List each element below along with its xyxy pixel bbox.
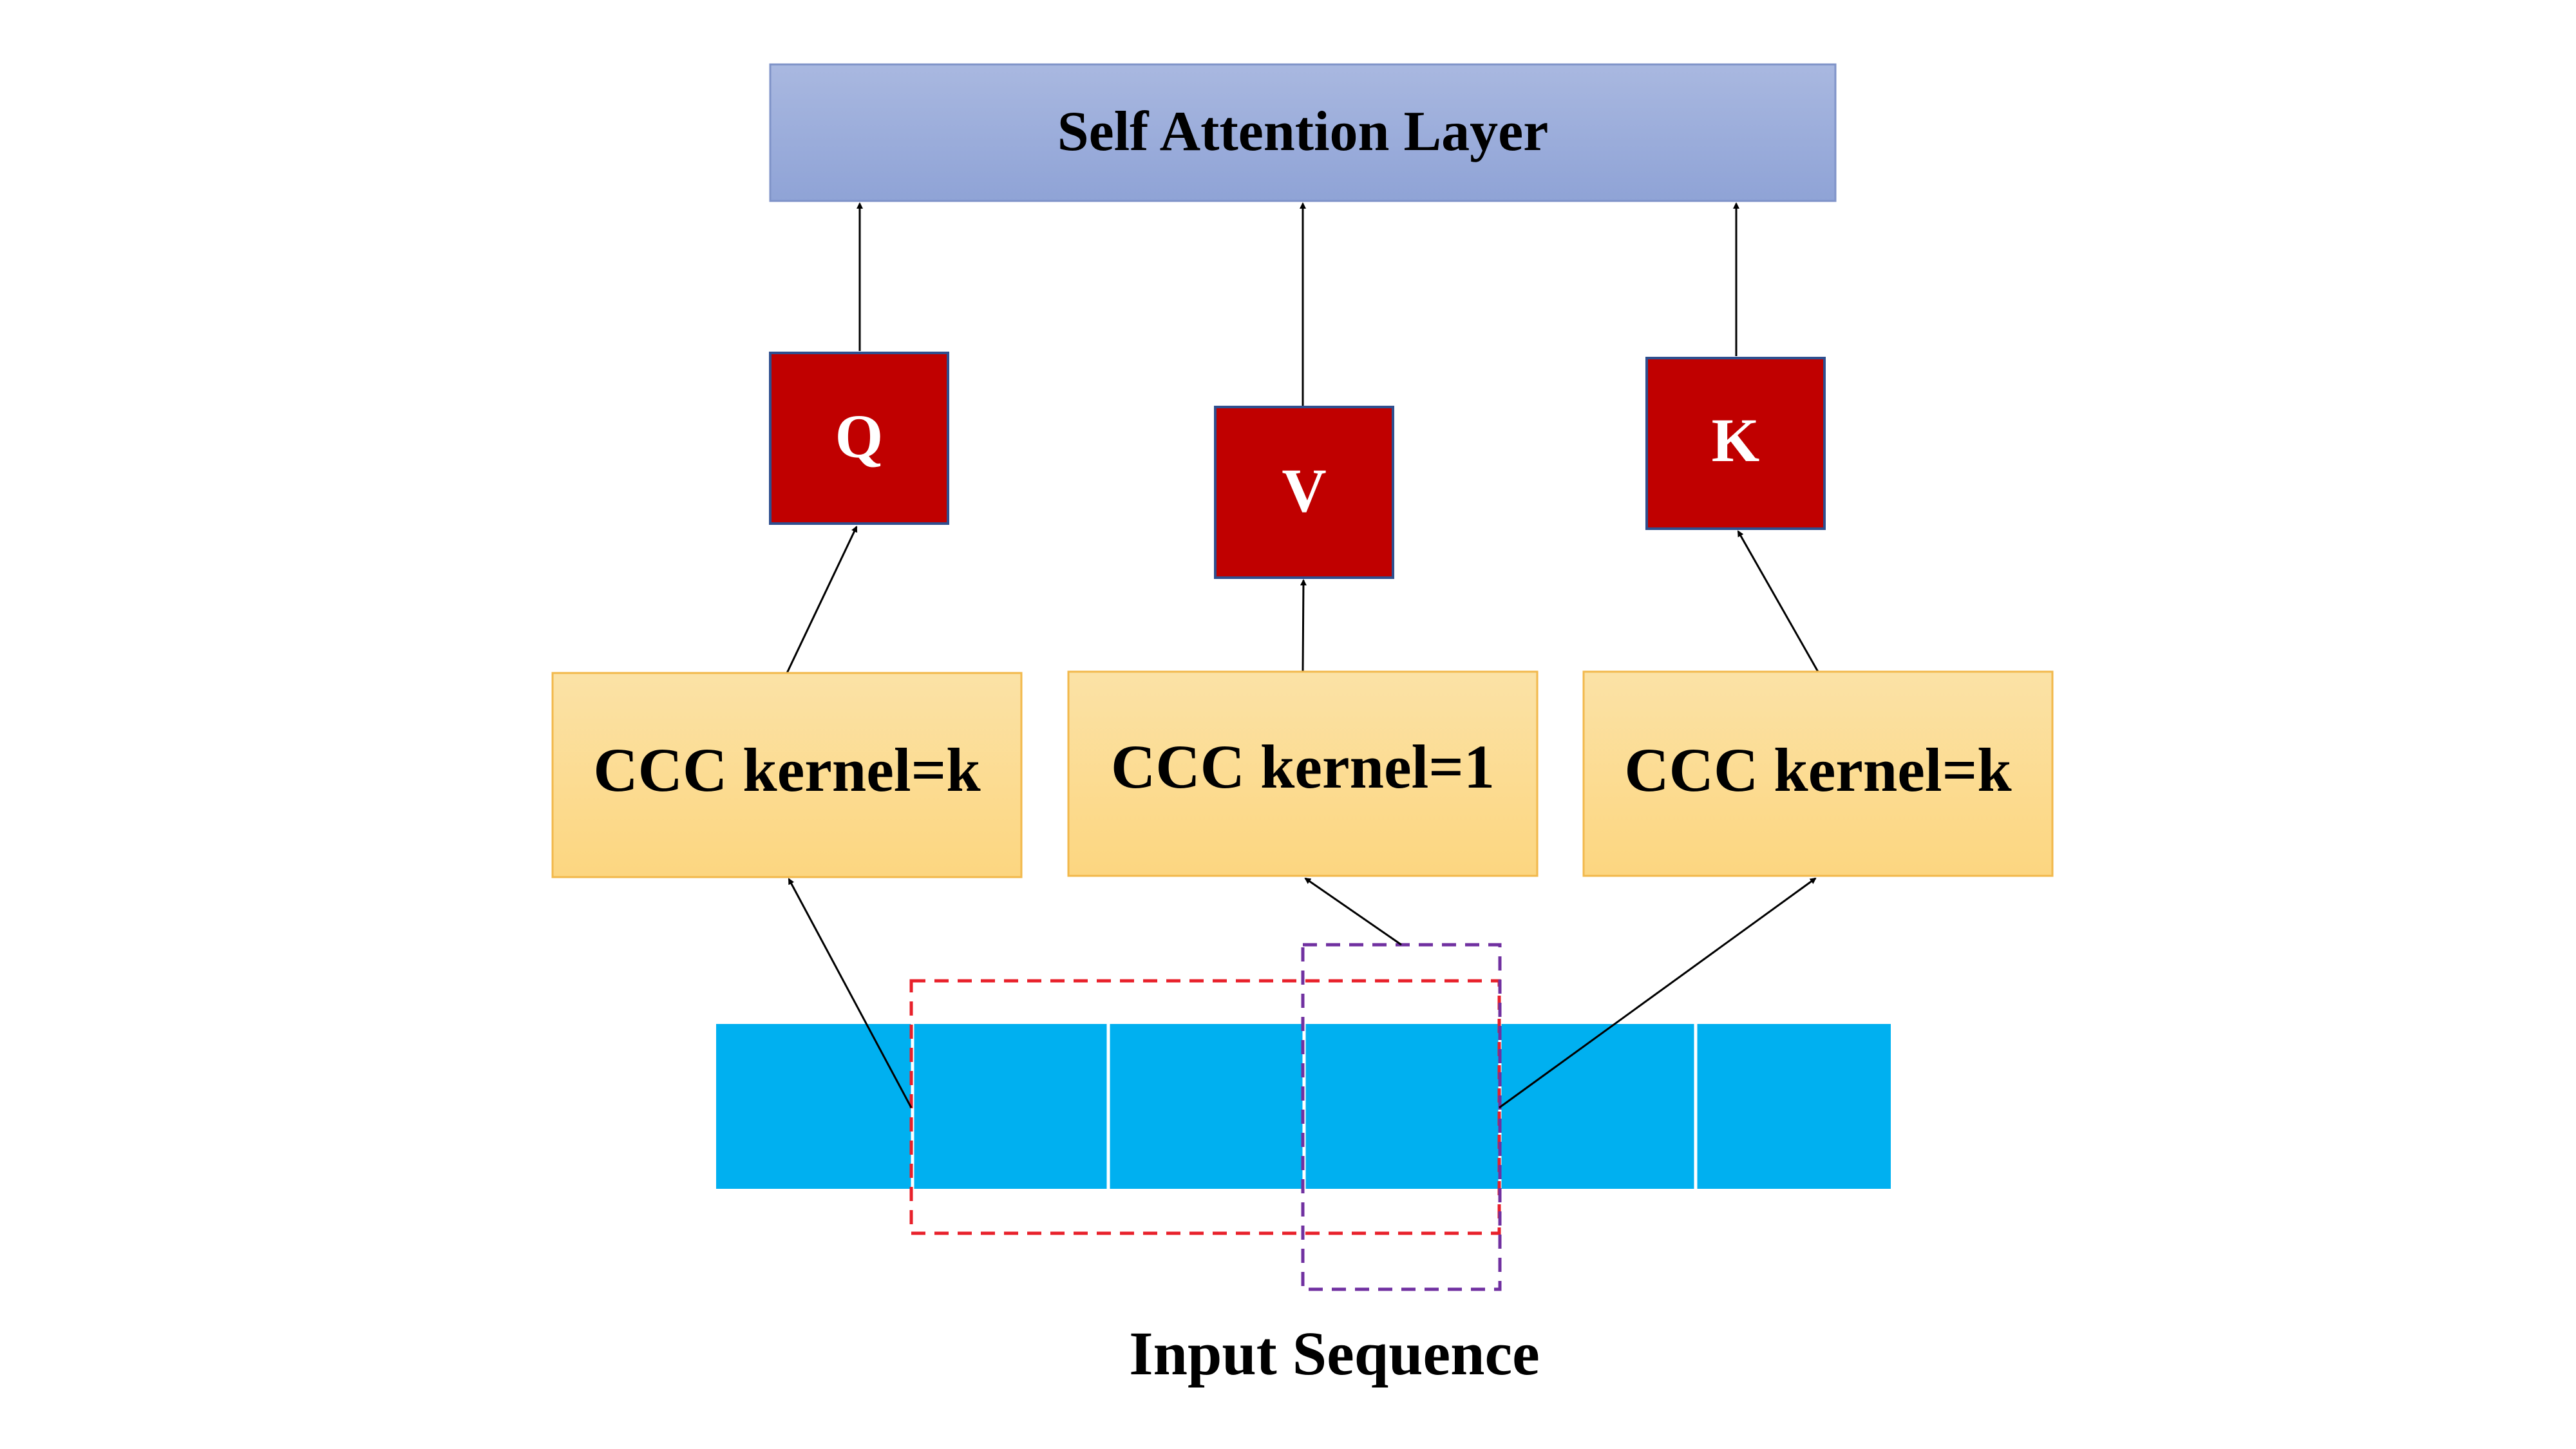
conv-block-left: CCC kernel=k (551, 672, 1023, 878)
conv-block-middle: CCC kernel=1 (1067, 670, 1539, 877)
conv-right-box (1582, 670, 2054, 877)
q-box (769, 352, 949, 525)
arrow-conv-left-to-q (786, 526, 858, 674)
conv-left-box (551, 672, 1023, 878)
arrow-conv-right-to-k (1737, 530, 1819, 672)
self-attention-box (769, 63, 1837, 202)
self-attention-layer: Self Attention Layer (769, 63, 1837, 202)
k-label: K (1712, 406, 1760, 475)
v-label: V (1282, 456, 1326, 525)
conv-block-right: CCC kernel=k (1582, 670, 2054, 877)
conv-right-label: CCC kernel=k (1624, 735, 2012, 804)
k-box (1645, 357, 1826, 530)
self-attention-label: Self Attention Layer (1057, 100, 1549, 163)
conv-middle-label: CCC kernel=1 (1111, 732, 1495, 801)
arrow-input-to-conv-right (1499, 877, 1817, 1109)
q-projection: Q (769, 352, 949, 525)
k-projection: K (1645, 357, 1826, 530)
conv-middle-box (1067, 670, 1539, 877)
arrow-input-to-conv-middle (1304, 877, 1402, 946)
conv-left-label: CCC kernel=k (593, 735, 981, 804)
arrow-input-to-conv-left (788, 878, 913, 1108)
v-projection: V (1214, 406, 1394, 579)
q-label: Q (835, 402, 884, 471)
input-sequence-caption: Input Sequence (1129, 1319, 1540, 1388)
v-box (1214, 406, 1394, 579)
